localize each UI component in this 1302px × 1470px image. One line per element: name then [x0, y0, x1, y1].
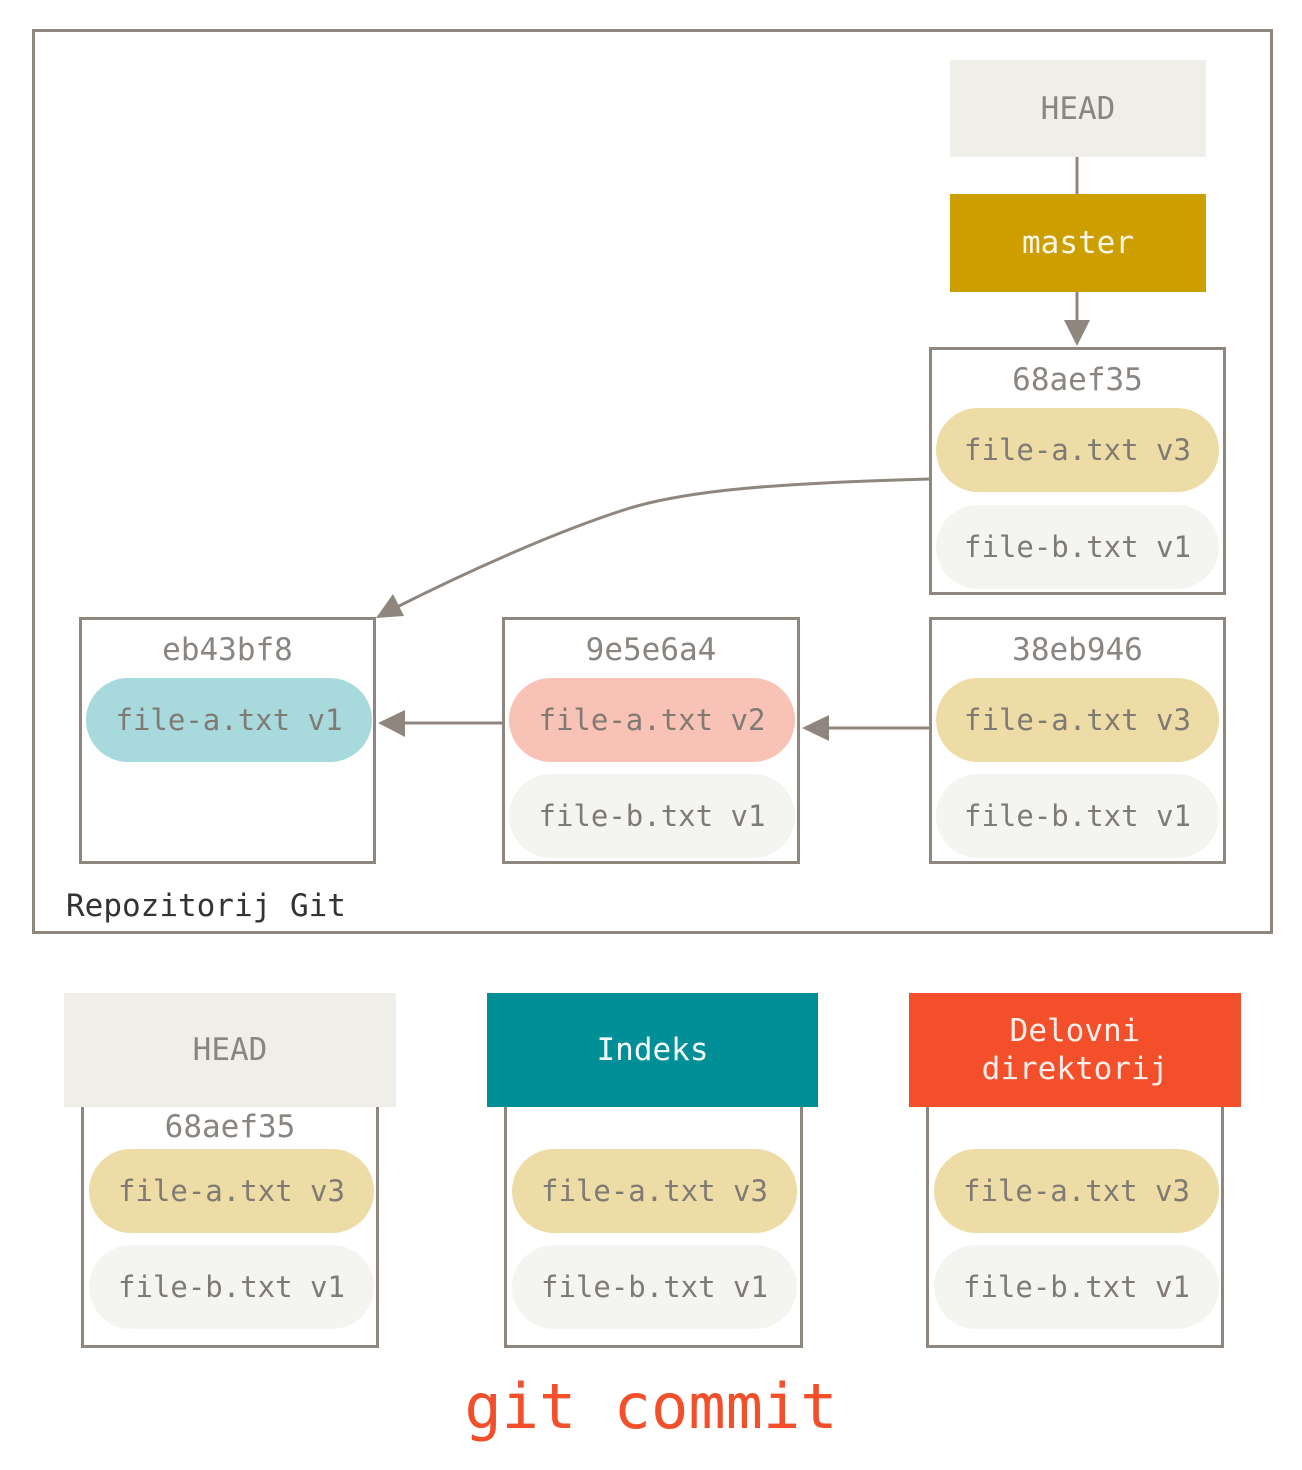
- file-pill: file-b.txt v1: [936, 774, 1219, 858]
- file-pill: file-a.txt v3: [936, 678, 1219, 762]
- file-pill: file-a.txt v3: [936, 408, 1219, 492]
- parent-arrow-68aef35-to-eb43bf8: [394, 477, 931, 610]
- tree-head-title: HEAD: [192, 1032, 268, 1068]
- file-pill: file-b.txt v1: [89, 1245, 374, 1329]
- file-pill: file-b.txt v1: [936, 505, 1219, 589]
- repository-label: Repozitorij Git: [66, 888, 346, 924]
- commit-hash: eb43bf8: [162, 632, 293, 668]
- tree-workdir-title-line2: direktorij: [981, 1051, 1169, 1087]
- tree-index-column: file-a.txt v3 file-b.txt v1: [504, 1105, 803, 1348]
- file-pill: file-a.txt v2: [509, 678, 795, 762]
- tree-index-header: Indeks: [487, 993, 818, 1107]
- tree-head-header: HEAD: [64, 993, 396, 1107]
- tree-workdir-title-line1: Delovni: [1009, 1013, 1141, 1049]
- branch-master: master: [950, 194, 1206, 292]
- file-pill: file-a.txt v3: [512, 1149, 797, 1233]
- file-pill: file-b.txt v1: [934, 1245, 1219, 1329]
- parent-arrowhead-9e5e6a4: [378, 710, 405, 737]
- parent-arrowhead-curve: [376, 594, 404, 618]
- commit-9e5e6a4: 9e5e6a4 file-a.txt v2 file-b.txt v1: [502, 617, 800, 864]
- tree-workdir-column: file-a.txt v3 file-b.txt v1: [926, 1105, 1224, 1348]
- head-ref: HEAD: [950, 60, 1206, 157]
- file-pill: file-b.txt v1: [509, 774, 795, 858]
- file-pill: file-a.txt v3: [934, 1149, 1219, 1233]
- commit-hash: 38eb946: [1012, 632, 1143, 668]
- commit-hash: 9e5e6a4: [585, 632, 717, 668]
- branch-master-label: master: [1022, 225, 1134, 261]
- file-pill: file-b.txt v1: [512, 1245, 797, 1329]
- tree-index-title: Indeks: [596, 1032, 709, 1068]
- tree-head-hash: 68aef35: [164, 1109, 296, 1145]
- file-pill: file-a.txt v1: [86, 678, 372, 762]
- parent-arrowhead-38eb946: [802, 715, 829, 741]
- tree-workdir-header: Delovni direktorij: [909, 993, 1241, 1107]
- tree-head-column: 68aef35 file-a.txt v3 file-b.txt v1: [81, 1105, 379, 1348]
- commit-68aef35: 68aef35 file-a.txt v3 file-b.txt v1: [929, 347, 1226, 595]
- commit-38eb946: 38eb946 file-a.txt v3 file-b.txt v1: [929, 617, 1226, 864]
- master-arrowhead: [1064, 320, 1090, 346]
- commit-hash: 68aef35: [1012, 362, 1143, 398]
- head-ref-label: HEAD: [1040, 90, 1116, 127]
- command-label: git commit: [464, 1370, 838, 1443]
- commit-eb43bf8: eb43bf8 file-a.txt v1: [79, 617, 376, 864]
- repository-frame: [32, 29, 1273, 934]
- file-pill: file-a.txt v3: [89, 1149, 374, 1233]
